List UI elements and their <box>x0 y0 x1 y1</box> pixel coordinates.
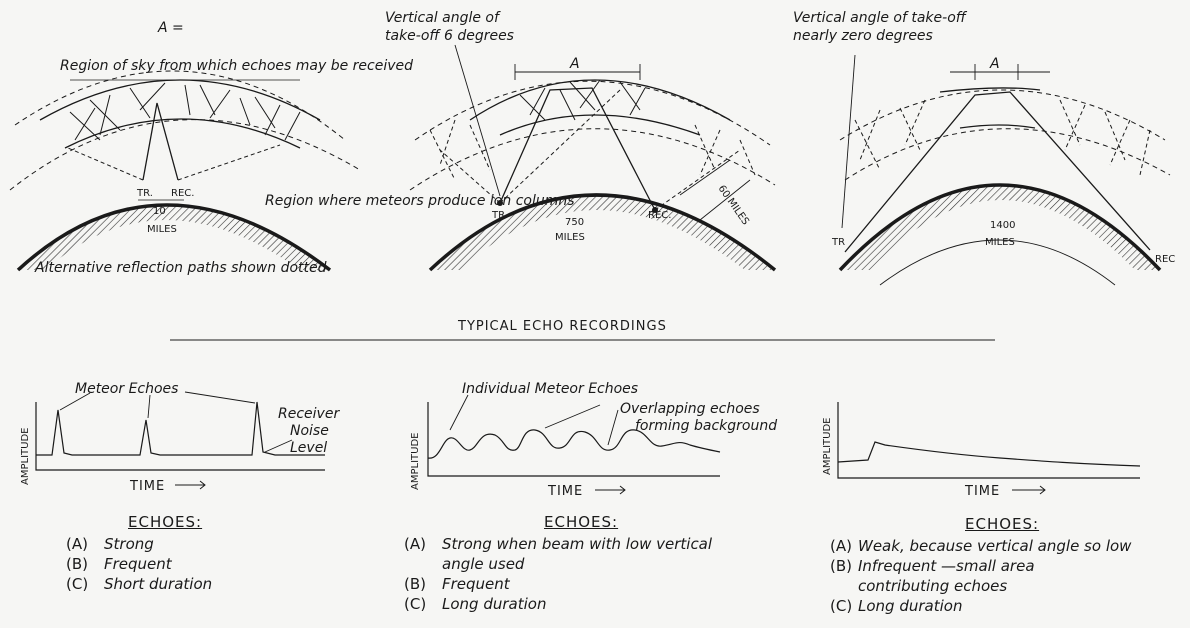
distance-unit: MILES <box>555 232 585 243</box>
section-title: TYPICAL ECHO RECORDINGS <box>457 319 667 334</box>
distance-unit: MILES <box>985 237 1015 248</box>
echo-item: (A)Weak, because vertical angle so low <box>830 537 1132 555</box>
distance-arc <box>879 239 1116 286</box>
distance-value: 10 <box>153 206 166 217</box>
outer-dashed-arc <box>14 70 346 141</box>
alt-path-dotted <box>67 144 281 181</box>
recording-right: AMPLITUDE TIME <box>822 402 1141 499</box>
echo-item: (C)Long duration <box>404 595 547 613</box>
tr-label: TR. <box>136 188 153 199</box>
axes <box>837 402 1140 479</box>
echoes-heading: ECHOES: <box>544 513 619 531</box>
echoes-left: ECHOES: (A)Strong (B)Frequent (C)Short d… <box>66 512 212 594</box>
xlabel: TIME <box>547 484 583 499</box>
echo-item: (B)Frequent <box>404 575 510 593</box>
distance-value: 1400 <box>990 220 1015 231</box>
annotation-arrows <box>59 391 293 453</box>
annotation-arrows <box>449 394 619 446</box>
inner-dashed-arc <box>409 128 776 191</box>
region-label: Region of sky from which echoes may be r… <box>60 58 413 74</box>
angle-leader <box>454 44 501 197</box>
rec-label: REC <box>1155 254 1175 265</box>
outer-dashed-arc <box>839 89 1166 141</box>
annotation: Meteor Echoes <box>75 381 178 397</box>
echoes-middle: ECHOES: (A)Strong when beam with low ver… <box>404 512 712 614</box>
trace <box>837 441 1141 467</box>
recording-middle: Individual Meteor Echoes Overlapping ech… <box>410 381 777 499</box>
signal-path <box>499 87 656 211</box>
inner-dashed-arc <box>844 128 1171 181</box>
outer-dashed-arc <box>414 80 771 146</box>
angle-leader <box>841 54 856 229</box>
earth-hatch <box>18 205 330 270</box>
height-dimension <box>679 159 751 221</box>
a-label: A <box>989 56 1000 72</box>
ion-columns <box>69 82 301 141</box>
ion-columns <box>519 79 646 121</box>
a-dimension <box>514 64 641 80</box>
time-arrow <box>1012 485 1046 495</box>
alt-paths-label: Alternative reflection paths shown dotte… <box>34 260 327 276</box>
annotation: Individual Meteor Echoes <box>462 381 638 397</box>
earth-surface <box>838 183 1162 272</box>
distance-unit: MILES <box>147 224 177 235</box>
distance-value: 750 <box>565 217 584 228</box>
meteor-layer-upper <box>469 79 731 121</box>
echoes-heading: ECHOES: <box>128 513 203 531</box>
echo-item: (C)Short duration <box>66 575 213 593</box>
signal-path <box>844 91 1151 253</box>
trace <box>36 401 325 456</box>
echoes-right: ECHOES: (A)Weak, because vertical angle … <box>830 514 1131 616</box>
meteor-region-label: Region where meteors produce ion columns <box>265 193 575 209</box>
axes <box>427 402 720 477</box>
time-arrow <box>175 480 206 490</box>
echo-item: (A)Strong <box>66 535 154 553</box>
ylabel: AMPLITUDE <box>410 433 421 490</box>
meteor-layer-lower <box>499 114 701 136</box>
xlabel: TIME <box>964 484 1000 499</box>
a-dimension <box>950 64 1050 80</box>
time-arrow <box>595 485 626 495</box>
rec-label: REC. <box>648 210 671 221</box>
tr-label: TR <box>831 237 845 248</box>
xlabel: TIME <box>129 479 165 494</box>
echo-item: (A)Strong when beam with low vertical an… <box>404 535 713 573</box>
alt-path-dotted <box>439 89 741 211</box>
dashed-ion-columns <box>854 99 1151 176</box>
height-label: 60 MILES <box>716 183 751 227</box>
earth-surface <box>16 203 332 272</box>
meteor-layer-upper <box>939 87 1041 93</box>
meteor-layer-lower <box>959 124 1036 129</box>
dashed-ion-columns <box>429 119 756 181</box>
title-a: A = <box>157 20 184 36</box>
echoes-heading: ECHOES: <box>965 515 1040 533</box>
earth-surface <box>428 193 777 272</box>
diagram-left: A = Region of sky from which echoes may … <box>9 20 575 276</box>
meteor-layer-upper <box>39 79 321 121</box>
a-label: A <box>569 56 580 72</box>
meteor-layer-lower <box>64 118 301 149</box>
echo-item: (C)Long duration <box>830 597 963 615</box>
ylabel: AMPLITUDE <box>822 418 833 475</box>
echo-item: (B)Infrequent —small area contributing e… <box>830 557 1035 595</box>
ylabel: AMPLITUDE <box>20 428 31 485</box>
tr-label: TR <box>491 210 505 221</box>
inner-dashed-arc <box>9 119 361 191</box>
rec-label: REC. <box>171 188 194 199</box>
earth-hatch <box>430 195 775 270</box>
axes <box>35 402 325 471</box>
signal-path <box>142 102 179 181</box>
echo-item: (B)Frequent <box>66 555 172 573</box>
trace <box>427 429 721 459</box>
